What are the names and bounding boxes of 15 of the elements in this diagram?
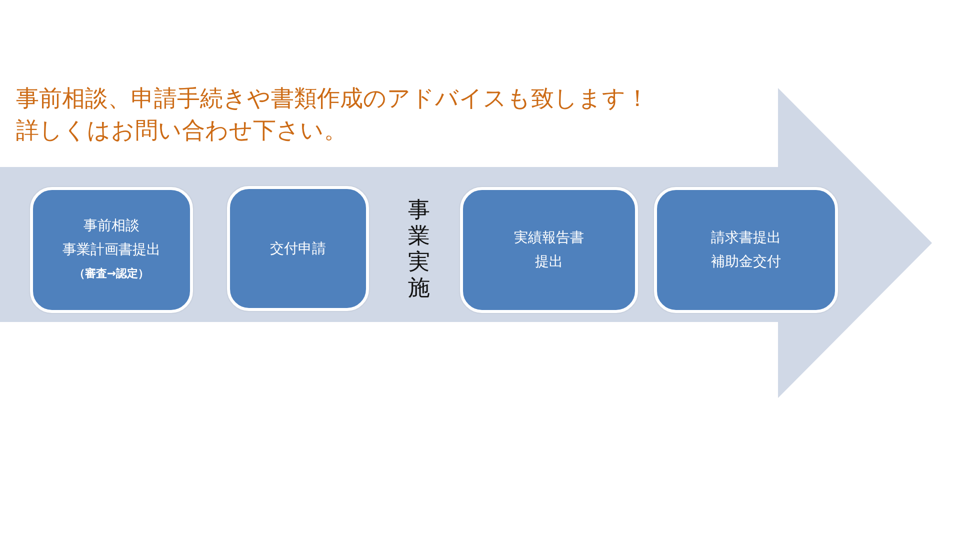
step-text: 請求書提出 [711, 229, 781, 248]
step-text: 事業実施 [407, 198, 431, 302]
heading-text: 詳しくはお問い合わせ下さい。 [16, 117, 347, 146]
step-text: 事業計画書提出 [62, 241, 160, 260]
step-text: 提出 [535, 253, 563, 272]
step-text: 事前相談 [84, 217, 140, 236]
step-text: 交付申請 [270, 240, 326, 258]
process-box [30, 187, 193, 313]
process-box [227, 186, 369, 311]
step-text: 実績報告書 [514, 229, 584, 248]
process-box [460, 187, 638, 313]
heading-text: 事前相談、申請手続きや書類作成のアドバイスも致します！ [16, 85, 649, 114]
step-text: （審査→認定） [74, 266, 150, 282]
step-text: 補助金交付 [711, 253, 781, 272]
process-box [654, 187, 838, 313]
